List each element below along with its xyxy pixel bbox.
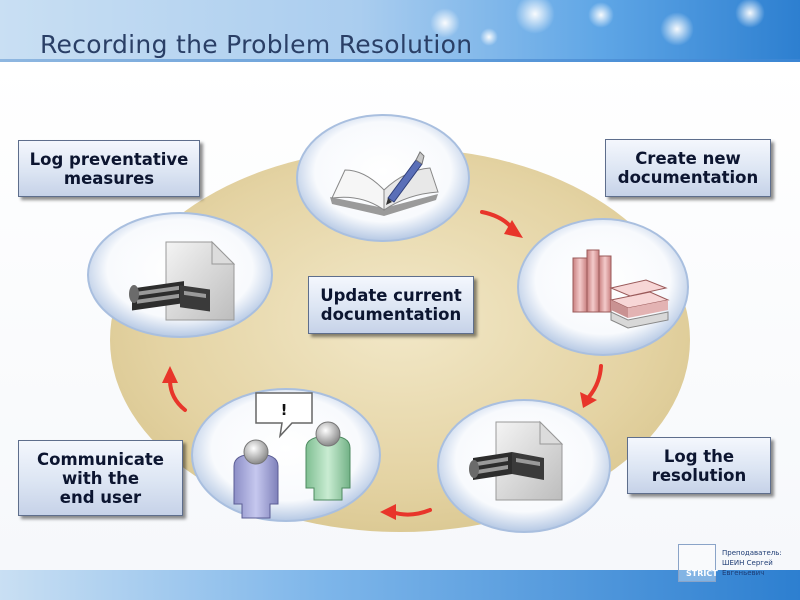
arrow-right-to-bottom-right xyxy=(586,364,603,400)
presenter-logo: STRICT Преподаватель: ШЕИН Сергей Евгень… xyxy=(676,542,796,582)
speech-bubble-text: ! xyxy=(281,401,288,419)
book-stack-icon xyxy=(572,249,670,329)
label-update-current-documentation: Update current documentation xyxy=(308,276,474,334)
header-sparkle xyxy=(588,2,614,28)
slide-title: Recording the Problem Resolution xyxy=(40,30,473,59)
logo-line-1: Преподаватель: xyxy=(722,549,782,557)
label-communicate-with-end-user: Communicate with the end user xyxy=(18,440,183,516)
header-sparkle xyxy=(430,8,460,38)
label-create-new-documentation: Create new documentation xyxy=(605,139,771,197)
document-scanner-icon xyxy=(129,240,236,321)
header-sparkle xyxy=(515,0,555,34)
arrowhead-4 xyxy=(162,366,178,383)
arrowhead-2 xyxy=(580,392,597,408)
header-sparkle xyxy=(735,0,765,28)
logo-square-icon xyxy=(678,544,716,582)
two-users-icon: ! xyxy=(233,392,351,519)
open-book-pen-icon xyxy=(330,151,439,216)
logo-line-3: Евгеньевич xyxy=(722,569,765,577)
header-sparkle xyxy=(480,28,498,46)
footer-bar xyxy=(0,570,800,600)
header-bar xyxy=(0,0,800,62)
arrowhead-1 xyxy=(504,220,523,238)
label-log-preventative-measures: Log preventative measures xyxy=(18,140,200,197)
arrowhead-3 xyxy=(380,504,396,520)
logo-brand: STRICT xyxy=(686,569,718,578)
header-sparkle xyxy=(660,12,694,46)
step-circle-top xyxy=(296,114,470,242)
speech-bubble xyxy=(255,392,313,439)
document-scanner-icon xyxy=(469,420,564,501)
label-log-the-resolution: Log the resolution xyxy=(627,437,771,494)
logo-line-2: ШЕИН Сергей xyxy=(722,559,773,567)
